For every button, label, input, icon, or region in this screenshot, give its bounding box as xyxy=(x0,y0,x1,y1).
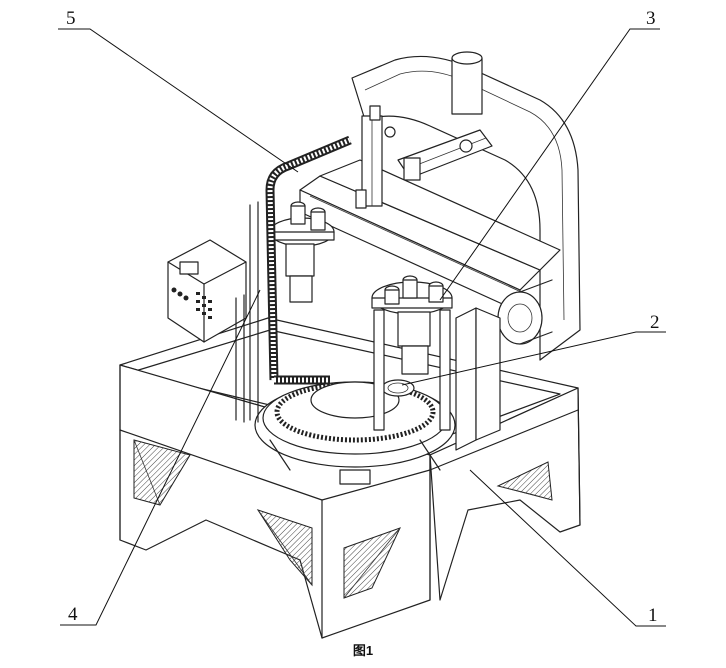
cable-chain-frame xyxy=(235,135,352,423)
callout-5: 5 xyxy=(66,8,76,29)
figure-caption: 图1 xyxy=(352,643,374,658)
callout-4: 4 xyxy=(68,604,78,625)
vertical-slide xyxy=(355,105,396,209)
callout-3: 3 xyxy=(646,8,656,29)
callout-2: 2 xyxy=(650,312,660,333)
turntable-gear-assembly xyxy=(254,379,456,485)
rear-housing xyxy=(351,51,581,361)
callout-1: 1 xyxy=(648,605,658,626)
right-head xyxy=(371,275,453,431)
leader-lines xyxy=(58,28,666,627)
left-head xyxy=(269,201,335,303)
control-box xyxy=(167,239,247,343)
